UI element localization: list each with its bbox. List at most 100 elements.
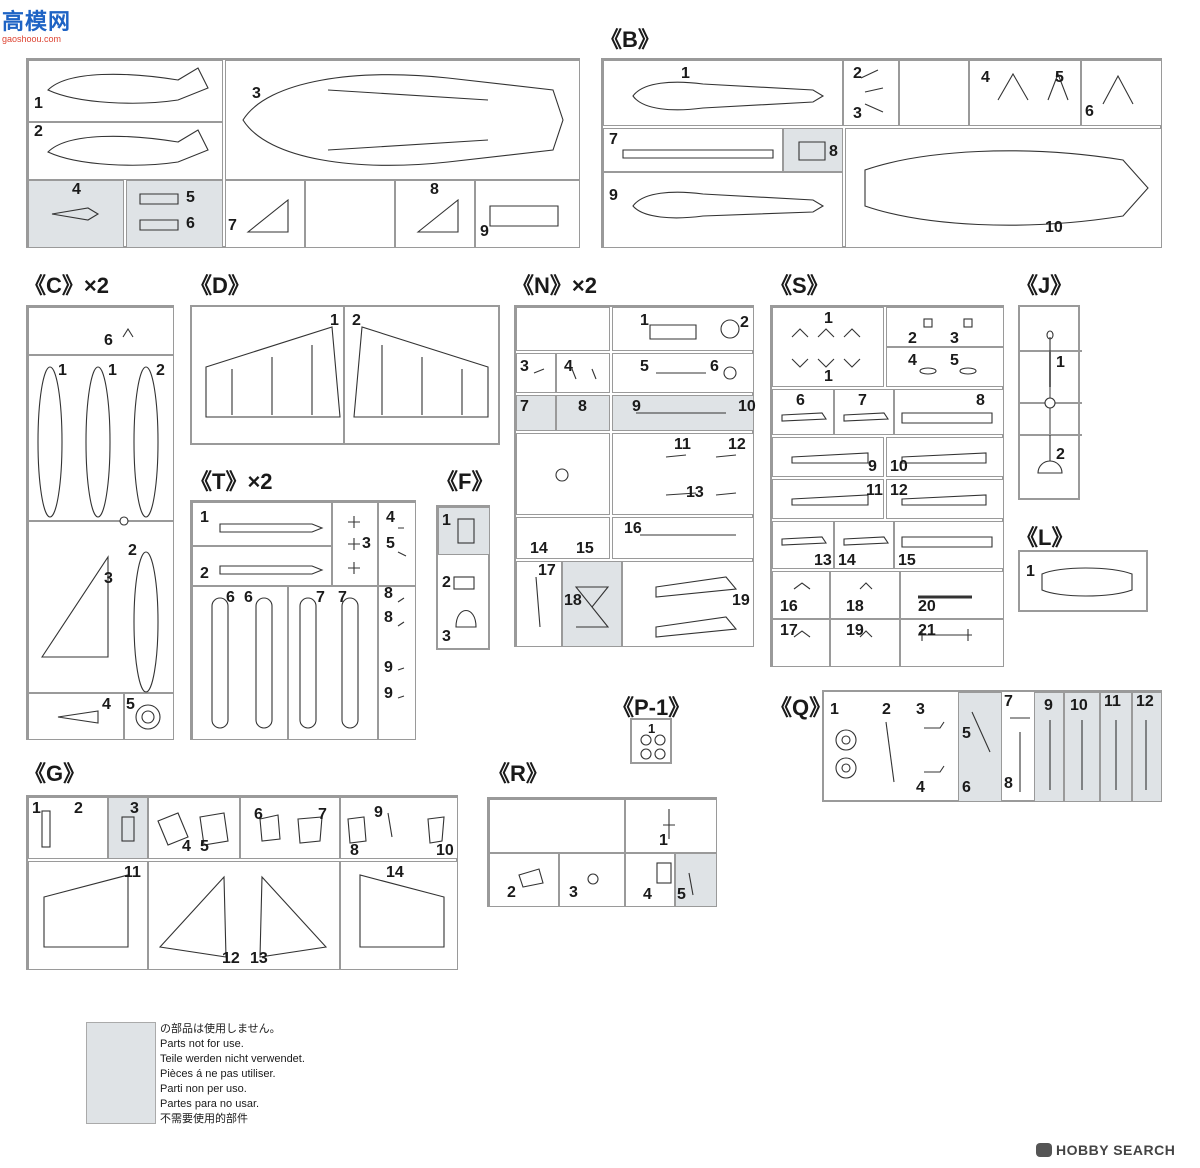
part-n7: 7 (520, 398, 529, 415)
cell-n17 (516, 561, 562, 647)
cell-b1 (603, 60, 843, 126)
part-b1: 1 (681, 65, 690, 82)
part-s2: 2 (908, 330, 917, 347)
part-s16: 16 (780, 598, 798, 615)
cell-g12 (28, 797, 108, 859)
part-n16: 16 (624, 520, 642, 537)
part-f3: 3 (442, 628, 451, 645)
cell-n8 (556, 395, 610, 431)
part-r3: 3 (569, 884, 578, 901)
part-n3: 3 (520, 358, 529, 375)
legend-line-de: Teile werden nicht verwendet. (160, 1053, 305, 1065)
part-f1: 1 (442, 512, 451, 529)
sprue-b: 1 2 3 4 5 6 7 8 9 10 (601, 58, 1162, 248)
sprue-l-parts (1041, 567, 1133, 597)
sprue-l-title: 《L》 (1016, 525, 1074, 550)
part-d1: 1 (330, 312, 339, 329)
part-n4: 4 (564, 358, 573, 375)
cell-f1 (438, 507, 490, 555)
cell-s18 (830, 571, 900, 619)
cell-r3 (559, 853, 625, 907)
sprue-g-parts (41, 810, 445, 958)
sprue-n: 1 2 3 4 5 6 7 8 9 10 11 12 13 14 15 16 1… (514, 305, 756, 647)
sprue-n-title: 《N》×2 (512, 273, 597, 298)
hobbysearch-brand-text: HOBBY SEARCH (1056, 1142, 1176, 1158)
part-r1: 1 (659, 832, 668, 849)
cell-g67 (240, 797, 340, 859)
part-n8: 8 (578, 398, 587, 415)
sprue-a-parts (47, 67, 564, 233)
sprue-c: 6 1 1 2 2 3 4 5 (26, 305, 174, 740)
part-r4: 4 (643, 886, 652, 903)
part-n6: 6 (710, 358, 719, 375)
cell-c6 (28, 307, 174, 355)
cell-c4 (28, 693, 124, 740)
sprue-p1-parts (640, 734, 666, 760)
cell-t89 (378, 586, 416, 740)
sprue-n-parts (533, 319, 740, 638)
part-t8a: 8 (384, 585, 393, 602)
part-t4: 4 (386, 509, 395, 526)
cell-r-empty (489, 799, 625, 853)
part-n11: 11 (674, 436, 691, 453)
part-g7: 7 (318, 806, 327, 823)
cell-s2 (886, 307, 1004, 347)
part-t6a: 6 (226, 589, 235, 606)
part-s10: 10 (890, 458, 908, 475)
cell-n16 (612, 517, 754, 559)
cell-s4 (886, 347, 1004, 387)
sprue-f-title: 《F》 (436, 469, 494, 494)
sprue-d-parts (205, 307, 489, 445)
part-q5: 5 (962, 725, 971, 742)
part-q12: 12 (1136, 693, 1154, 710)
part-l1: 1 (1026, 563, 1035, 580)
part-q3: 3 (916, 701, 925, 718)
sprue-c-title: 《C》×2 (24, 273, 109, 298)
sprue-a: 1 2 3 4 5 6 7 8 9 (26, 58, 580, 248)
hobbysearch-logo: HOBBY SEARCH (1036, 1140, 1175, 1160)
part-a4: 4 (72, 181, 81, 198)
part-g4: 4 (182, 838, 191, 855)
cell-s1 (772, 307, 884, 387)
part-n14: 14 (530, 540, 548, 557)
part-a9: 9 (480, 223, 489, 240)
sprue-r-title: 《R》 (488, 761, 548, 786)
part-n15: 15 (576, 540, 594, 557)
part-j2: 2 (1056, 446, 1065, 463)
part-s8: 8 (976, 392, 985, 409)
part-r2: 2 (507, 884, 516, 901)
part-b7: 7 (609, 131, 618, 148)
part-n19: 19 (732, 592, 750, 609)
part-q9: 9 (1044, 697, 1053, 714)
cell-s15 (894, 521, 1004, 569)
part-s9: 9 (868, 458, 877, 475)
part-s15: 15 (898, 552, 916, 569)
cell-c3 (28, 521, 174, 693)
part-t7a: 7 (316, 589, 325, 606)
part-c5: 5 (126, 696, 135, 713)
sprue-d: 1 2 (190, 305, 500, 445)
legend-swatch (86, 1022, 156, 1124)
part-n5: 5 (640, 358, 649, 375)
cell-c5 (124, 693, 174, 740)
part-g1: 1 (32, 800, 41, 817)
cell-a4 (28, 180, 124, 248)
part-g13: 13 (250, 950, 268, 967)
sprue-t: 1 2 3 4 5 6 6 7 7 8 8 9 9 (190, 500, 416, 740)
part-n13: 13 (686, 484, 704, 501)
cell-a2 (28, 122, 223, 180)
cell-q9 (1034, 692, 1064, 802)
part-b10: 10 (1045, 219, 1063, 236)
part-s21: 21 (918, 622, 936, 639)
part-a2: 2 (34, 123, 43, 140)
sprue-q-parts (835, 711, 1147, 792)
legend-line-zh: 不需要使用的部件 (160, 1113, 248, 1125)
part-c2a: 2 (156, 362, 165, 379)
part-q2: 2 (882, 701, 891, 718)
part-q6: 6 (962, 779, 971, 796)
cell-a-empty (305, 180, 395, 248)
cell-n3 (516, 353, 556, 393)
part-s19: 19 (846, 622, 864, 639)
cell-n18 (562, 561, 622, 647)
cell-a7 (225, 180, 305, 248)
